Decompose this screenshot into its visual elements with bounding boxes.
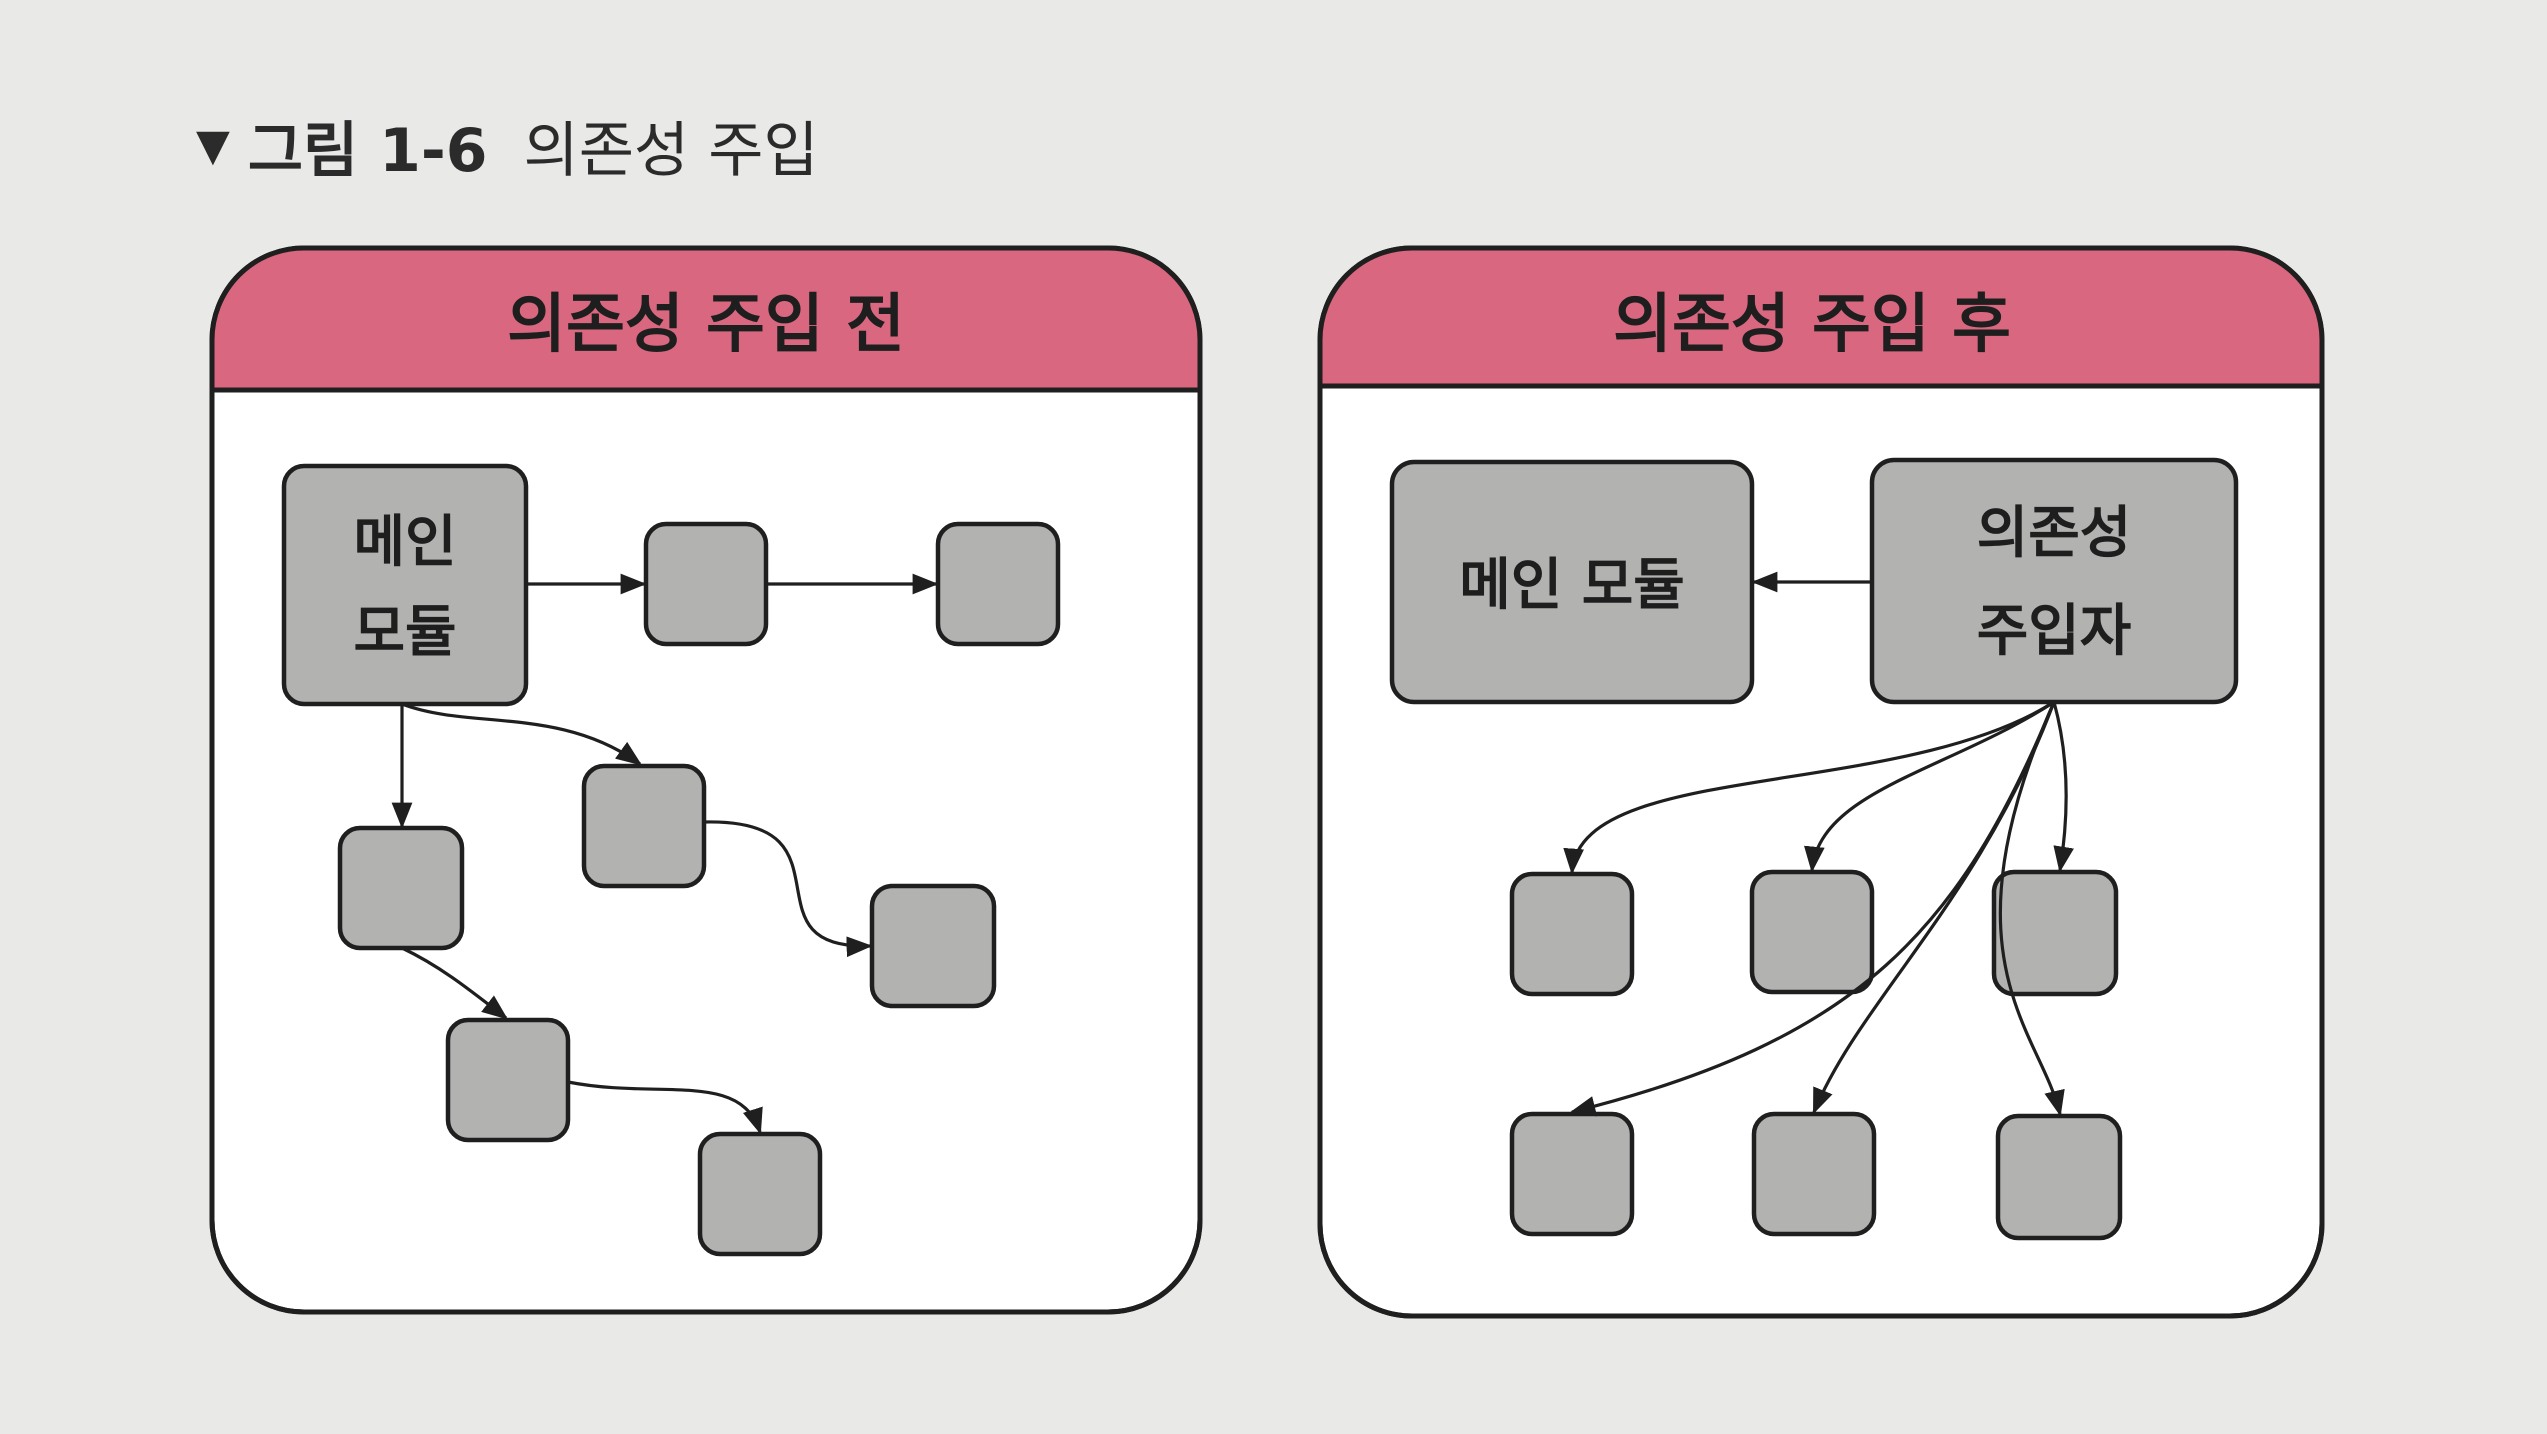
dependency-box xyxy=(1995,1113,2123,1241)
injector-label-line1: 의존성 xyxy=(1977,501,2132,566)
dependency-box xyxy=(1509,871,1635,997)
dependency-box xyxy=(581,763,707,889)
figure-number: 그림 1-6 xyxy=(247,116,488,186)
dependency-box xyxy=(337,825,465,951)
panel-before-header xyxy=(212,248,1200,390)
panel-after: 의존성 주입 후 메인 모듈 의존성 주입자 xyxy=(1317,245,2325,1319)
panel-before: 의존성 주입 전 메인 모듈 xyxy=(209,245,1203,1315)
injection-arrow xyxy=(1804,700,2055,873)
dependency-arrow xyxy=(401,946,509,1020)
injection-arrow xyxy=(1998,701,2065,1117)
dependency-box xyxy=(643,521,769,647)
dependency-injector-box xyxy=(1869,457,2239,705)
triangle-marker-icon: ▼ xyxy=(196,120,230,171)
panel-before-title: 의존성 주입 전 xyxy=(507,288,905,362)
dependency-arrow xyxy=(401,702,643,766)
injector-label-line2: 주입자 xyxy=(1977,599,2132,664)
dependency-box xyxy=(935,521,1061,647)
injection-arrow xyxy=(2052,701,2074,873)
main-module-box xyxy=(281,463,529,707)
dependency-box xyxy=(697,1131,823,1257)
injection-arrow xyxy=(1812,701,2056,1115)
dependency-arrow xyxy=(703,820,873,958)
figure-caption: ▼ 그림 1-6 의존성 주입 xyxy=(196,102,819,189)
figure-title: 의존성 주입 xyxy=(523,116,819,186)
dependency-box xyxy=(1749,869,1875,995)
dependency-box xyxy=(1751,1111,1877,1237)
injection-arrow xyxy=(1563,700,2055,875)
dependency-arrow xyxy=(567,1080,763,1135)
panel-after-title: 의존성 주입 후 xyxy=(1613,288,2011,362)
main-module-label: 메인 모듈 xyxy=(1459,553,1685,618)
main-module-label-line2: 모듈 xyxy=(353,600,456,665)
dependency-box xyxy=(869,883,997,1009)
main-module-label-line1: 메인 xyxy=(353,510,456,575)
dependency-box xyxy=(1509,1111,1635,1237)
dependency-box xyxy=(1991,869,2119,997)
dependency-box xyxy=(445,1017,571,1143)
panel-after-header xyxy=(1320,248,2322,386)
